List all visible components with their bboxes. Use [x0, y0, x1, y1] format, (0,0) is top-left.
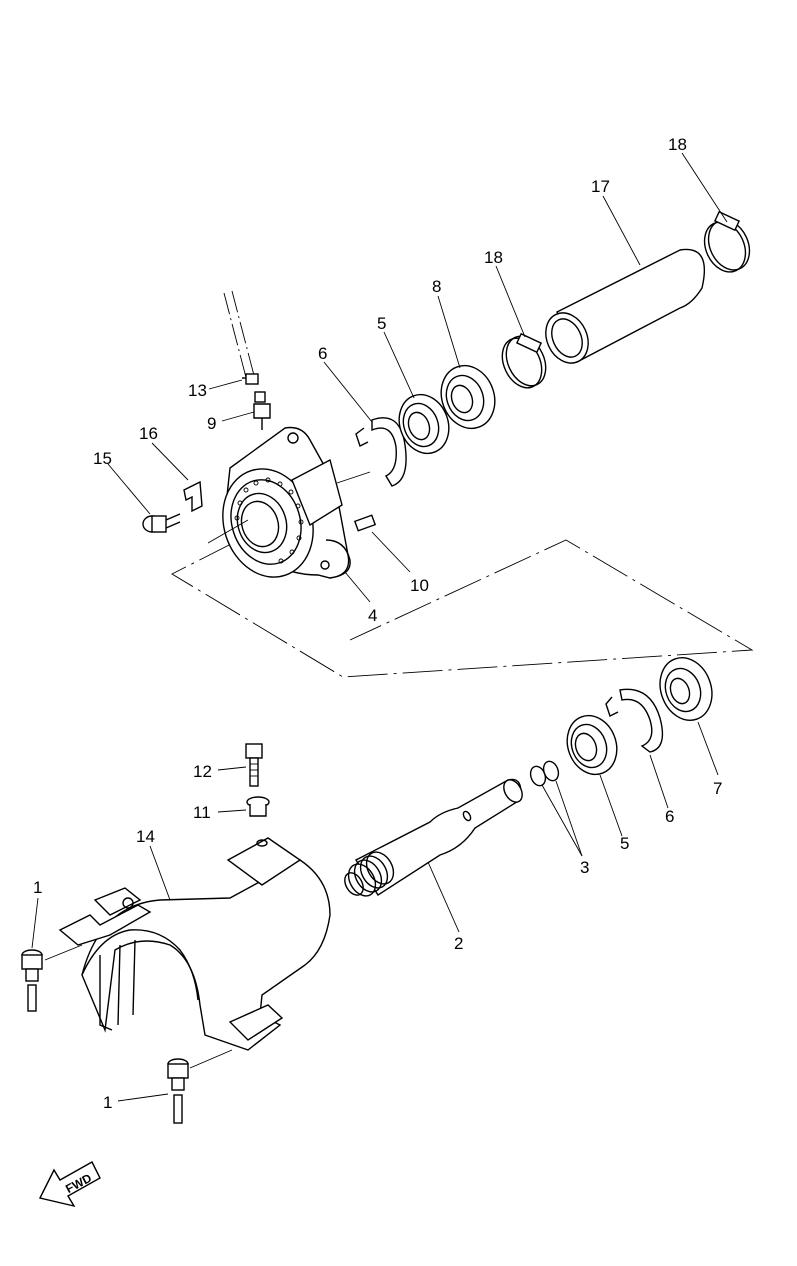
- fwd-arrow-icon: FWD: [38, 1161, 101, 1208]
- callout-1-left: 1: [33, 878, 42, 897]
- bearing-part-5-upper: [398, 393, 450, 455]
- cover-part: [58, 837, 331, 1051]
- callout-1-bottom: 1: [103, 1093, 112, 1112]
- callout-17: 17: [591, 177, 610, 196]
- bolt-part-12: [245, 743, 263, 787]
- hose-clamp-part-upper: [501, 332, 547, 389]
- callout-9: 9: [207, 414, 216, 433]
- circlip-ear: [355, 427, 369, 447]
- callout-5-upper: 5: [377, 314, 386, 333]
- screw-part-13: [242, 373, 259, 385]
- collar-part-11: [246, 796, 270, 817]
- bearing-part-5-lower: [566, 714, 618, 776]
- bearing-part-7: [659, 657, 713, 721]
- callout-4: 4: [368, 606, 377, 625]
- callout-13: 13: [188, 381, 207, 400]
- callout-14: 14: [136, 827, 155, 846]
- callout-18-top: 18: [668, 135, 687, 154]
- o-ring-part: [529, 760, 560, 787]
- leader-lines: [31, 152, 728, 1102]
- bearing-part-8: [440, 364, 496, 430]
- pin-part: [353, 514, 377, 532]
- circlip-ear-lower: [605, 696, 619, 717]
- shaft-threads: [344, 851, 395, 897]
- shaft-part: [344, 778, 523, 897]
- hose-clamp-part-top: [703, 210, 751, 273]
- callout-6-upper: 6: [318, 344, 327, 363]
- callout-3: 3: [580, 858, 589, 877]
- grommet-part-bottom: [167, 1058, 189, 1124]
- circlip-part-lower: [619, 688, 664, 753]
- callout-11: 11: [193, 803, 211, 822]
- callout-18: 18: [484, 248, 503, 267]
- callout-7: 7: [713, 779, 722, 798]
- callout-12: 12: [193, 762, 212, 781]
- callout-10: 10: [410, 576, 429, 595]
- fitting-part-9: [253, 391, 271, 430]
- callouts: 18 17 18 8 5 6 13 9 16 15 10 4 7 6 5 3 2…: [33, 135, 722, 1112]
- bolt-part-15: [142, 513, 181, 533]
- housing-part: [222, 426, 351, 579]
- section-outline: [171, 539, 754, 678]
- callout-16: 16: [139, 424, 158, 443]
- callout-6-lower: 6: [665, 807, 674, 826]
- callout-2: 2: [454, 934, 463, 953]
- callout-8: 8: [432, 277, 441, 296]
- callout-15: 15: [93, 449, 112, 468]
- cable-line: [223, 290, 257, 386]
- callout-5-lower: 5: [620, 834, 629, 853]
- grommet-part-left: [21, 949, 43, 1012]
- hose-part: [545, 248, 706, 364]
- bracket-part: [183, 480, 203, 513]
